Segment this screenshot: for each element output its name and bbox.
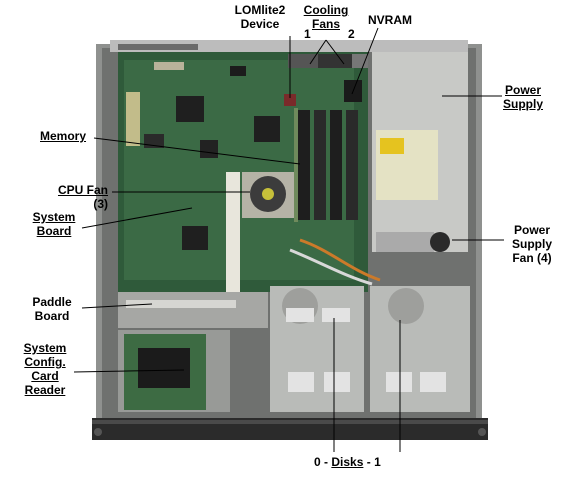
- leader-paddle-board: [81, 303, 153, 309]
- label-lomlite2: LOMlite2 Device: [228, 4, 292, 30]
- power-supply: [372, 52, 468, 252]
- label-power-line2: Supply: [502, 97, 543, 111]
- label-lomlite2-line2: Device: [240, 17, 280, 31]
- label-lomlite2-line1: LOMlite2: [234, 3, 286, 17]
- disk-bays: [270, 286, 470, 412]
- label-disk-1: - 1: [366, 455, 381, 469]
- leader-lines: [73, 27, 504, 452]
- label-disks-word: Disks: [331, 455, 364, 469]
- label-cpu-fan-line2: (3): [93, 197, 108, 211]
- label-power-line1: Power: [504, 83, 541, 97]
- paddle-board-area: [118, 292, 268, 328]
- label-cooling-fans: Cooling Fans: [298, 4, 354, 30]
- label-cpu-fan: CPU Fan (3): [20, 184, 108, 210]
- label-paddle-line1: Paddle: [32, 295, 72, 309]
- label-system-board-line2: Board: [36, 224, 72, 238]
- label-fan-1: 1: [304, 27, 311, 41]
- label-system-board-line1: System: [32, 210, 76, 224]
- leader-cooling-fan-2: [325, 39, 345, 65]
- label-psu-fan-line2: Supply: [511, 237, 552, 251]
- label-cooling-line2: Fans: [311, 17, 340, 31]
- label-memory: Memory: [40, 129, 87, 143]
- label-cooling-line1: Cooling: [303, 3, 349, 17]
- label-scc-line4: Reader: [24, 383, 66, 397]
- label-cpu-fan-line1: CPU Fan: [57, 183, 108, 197]
- leader-memory: [93, 137, 301, 165]
- label-config-card-reader: System Config. Card Reader: [18, 342, 72, 396]
- label-disk-0: 0 -: [314, 455, 329, 469]
- label-paddle-board: Paddle Board: [26, 296, 78, 322]
- label-scc-line1: System: [23, 341, 67, 355]
- leader-nvram: [351, 27, 379, 95]
- label-nvram: NVRAM: [368, 13, 412, 27]
- label-power-supply: Power Supply: [496, 84, 550, 110]
- label-disks: 0 - Disks - 1: [314, 456, 381, 468]
- label-fan-2: 2: [348, 27, 355, 41]
- label-scc-line2: Config.: [24, 355, 66, 369]
- label-scc-line3: Card: [31, 369, 59, 383]
- cooling-fans: [288, 54, 368, 68]
- label-paddle-line2: Board: [34, 309, 70, 323]
- label-psu-fan: Power Supply Fan (4): [504, 224, 560, 264]
- leader-system-board: [81, 207, 193, 229]
- leader-cooling-fan-1: [309, 39, 327, 65]
- label-system-board: System Board: [28, 211, 80, 237]
- motherboard: [118, 52, 381, 302]
- leader-card-reader: [73, 369, 185, 373]
- label-psu-fan-line1: Power: [513, 223, 550, 237]
- label-psu-fan-line3: Fan (4): [512, 251, 552, 265]
